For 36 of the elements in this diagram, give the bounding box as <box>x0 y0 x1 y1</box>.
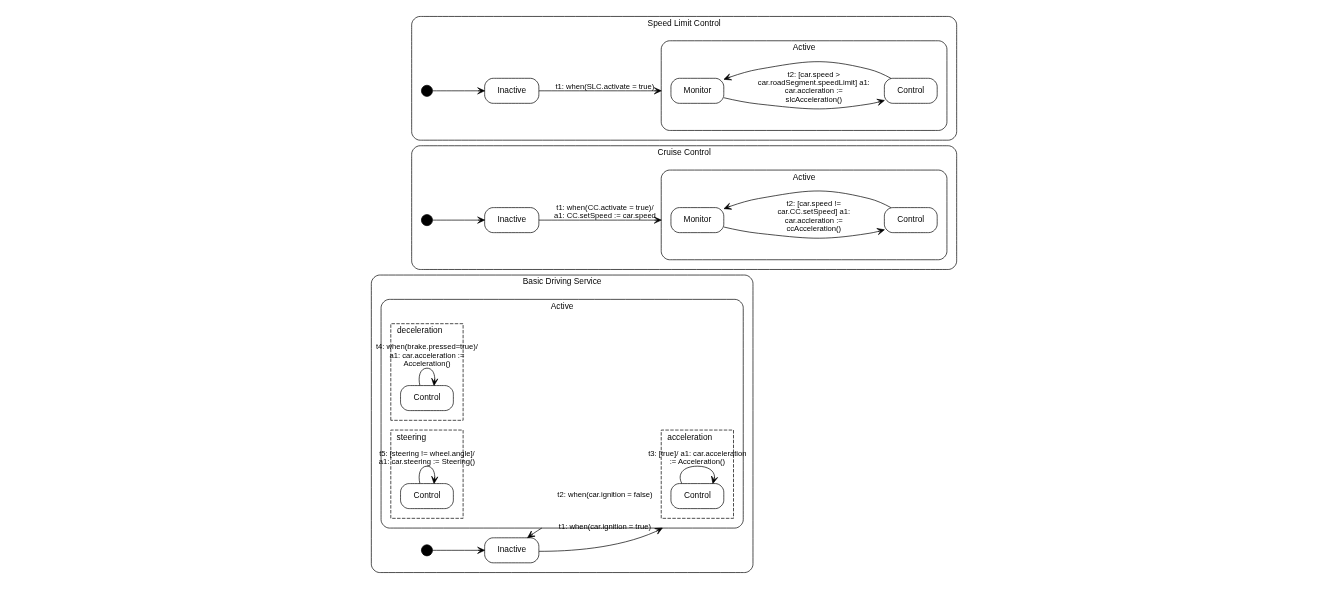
arrow <box>723 97 885 110</box>
node-box: Control <box>399 483 454 509</box>
node-box: Monitor <box>670 77 724 104</box>
arrow <box>431 216 485 224</box>
node-circle <box>420 214 433 227</box>
arrow <box>431 87 485 95</box>
node-circle <box>420 84 433 97</box>
node-box: Monitor <box>670 207 724 233</box>
edge-label: t5: [steering != wheel.angle]/ a1: car.steering := Steering() <box>378 448 475 466</box>
arrow <box>723 226 885 239</box>
node-box: Inactive <box>483 77 539 104</box>
node-box: Inactive <box>483 537 539 564</box>
node-box: Control <box>883 77 938 104</box>
arrow <box>538 216 662 224</box>
edge-label: t1: when(car.ignition = true) <box>558 522 651 532</box>
arrow <box>418 465 438 484</box>
node-box: Control <box>399 385 454 411</box>
arrow <box>538 87 662 95</box>
node-box: Control <box>670 483 724 509</box>
node-circle <box>420 544 433 557</box>
edge-label: t1: when(CC.activate = true)/ a1: CC.setSpeed := car.speed <box>553 202 656 220</box>
edge-label: t2: [car.speed != car.CC.setSpeed] a1: car.accleration := ccAcceleration() <box>777 199 850 234</box>
edge-label: t2: when(car.ignition = false) <box>556 490 652 500</box>
arrow <box>538 527 663 552</box>
edge-label: t3: [true]/ a1: car.acceleration := Acceleration() <box>647 448 747 466</box>
edge-label: t4: when(brake.pressed=true)/ a1: car.acceleration := Acceleration() <box>375 342 478 368</box>
arrow <box>723 190 891 210</box>
arrow <box>526 527 542 539</box>
arrow <box>679 465 718 484</box>
node-box: Inactive <box>483 207 539 233</box>
arrow <box>431 546 485 554</box>
arrow <box>723 61 891 81</box>
edge-label: t1: when(SLC.activate = true) <box>554 81 654 91</box>
arrow <box>418 367 438 386</box>
edge-label: t2: [car.speed > car.roadSegment.speedLimit] a1: car.accleration := slcAcceleration() <box>757 69 870 104</box>
node-box: Control <box>883 207 938 233</box>
